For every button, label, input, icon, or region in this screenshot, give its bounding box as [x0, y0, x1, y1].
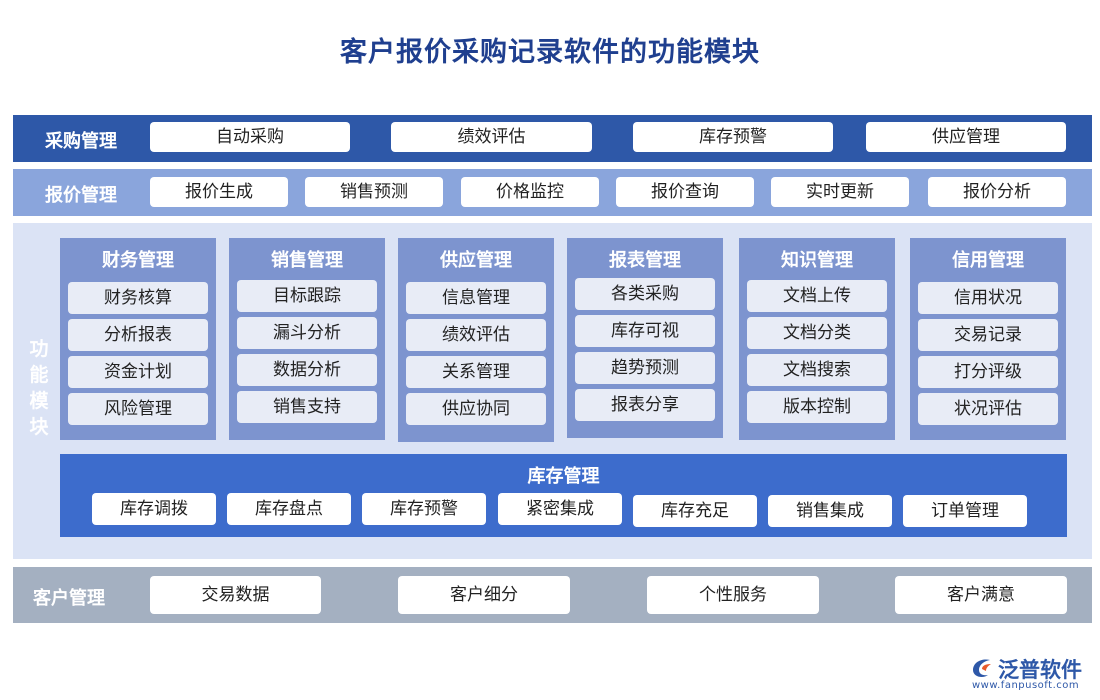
module-title: 信用管理 [952, 250, 1024, 271]
module-item: 文档搜索 [747, 354, 887, 386]
logo-url: www.fanpusoft.com [972, 680, 1080, 691]
fanpu-logo: 泛普软件 www.fanpusoft.com [968, 652, 1092, 694]
module-item: 关系管理 [406, 356, 546, 388]
quote-item: 销售预测 [305, 177, 443, 207]
module-title: 销售管理 [271, 250, 343, 271]
functional-band: 功 能 模 块 财务管理 财务核算 分析报表 资金计划 风险管理 销售管理 目标… [13, 223, 1092, 559]
module-title: 供应管理 [440, 250, 512, 271]
customer-item: 客户满意 [895, 576, 1067, 614]
inventory-title: 库存管理 [527, 466, 600, 487]
quote-item: 报价生成 [150, 177, 288, 207]
module-title: 报表管理 [609, 250, 681, 271]
customer-band: 客户管理 交易数据 客户细分 个性服务 客户满意 [13, 567, 1092, 623]
module-item: 信息管理 [406, 282, 546, 314]
module-item: 漏斗分析 [237, 317, 377, 349]
inventory-item: 紧密集成 [498, 493, 622, 525]
module-item: 资金计划 [68, 356, 208, 388]
page-title: 客户报价采购记录软件的功能模块 [340, 37, 760, 68]
module-item: 库存可视 [575, 315, 715, 347]
purchase-band: 采购管理 自动采购 绩效评估 库存预警 供应管理 [13, 115, 1092, 162]
purchase-label: 采购管理 [45, 131, 117, 152]
module-column-supply: 供应管理 信息管理 绩效评估 关系管理 供应协同 [398, 238, 554, 442]
quote-item: 价格监控 [461, 177, 599, 207]
module-column-knowledge: 知识管理 文档上传 文档分类 文档搜索 版本控制 [739, 238, 895, 440]
purchase-item: 供应管理 [866, 122, 1066, 152]
quote-item: 实时更新 [771, 177, 909, 207]
quote-band: 报价管理 报价生成 销售预测 价格监控 报价查询 实时更新 报价分析 [13, 169, 1092, 216]
inventory-item: 订单管理 [903, 495, 1027, 527]
module-column-finance: 财务管理 财务核算 分析报表 资金计划 风险管理 [60, 238, 216, 440]
purchase-item: 库存预警 [633, 122, 833, 152]
module-column-sales: 销售管理 目标跟踪 漏斗分析 数据分析 销售支持 [229, 238, 385, 440]
module-item: 文档分类 [747, 317, 887, 349]
module-item: 趋势预测 [575, 352, 715, 384]
module-item: 文档上传 [747, 280, 887, 312]
module-column-credit: 信用管理 信用状况 交易记录 打分评级 状况评估 [910, 238, 1066, 440]
module-item: 销售支持 [237, 391, 377, 423]
customer-item: 交易数据 [150, 576, 321, 614]
inventory-item: 库存充足 [633, 495, 757, 527]
quote-label: 报价管理 [45, 185, 117, 206]
module-item: 版本控制 [747, 391, 887, 423]
inventory-item: 库存盘点 [227, 493, 351, 525]
quote-item: 报价分析 [928, 177, 1066, 207]
module-item: 打分评级 [918, 356, 1058, 388]
module-item: 财务核算 [68, 282, 208, 314]
module-item: 风险管理 [68, 393, 208, 425]
module-item: 交易记录 [918, 319, 1058, 351]
customer-item: 个性服务 [647, 576, 819, 614]
module-item: 数据分析 [237, 354, 377, 386]
fanpu-logo-icon [973, 659, 991, 678]
module-title: 知识管理 [781, 250, 853, 271]
quote-item: 报价查询 [616, 177, 754, 207]
purchase-item: 自动采购 [150, 122, 350, 152]
module-item: 信用状况 [918, 282, 1058, 314]
logo-name: 泛普软件 [998, 658, 1082, 682]
inventory-item: 库存预警 [362, 493, 486, 525]
customer-label: 客户管理 [33, 588, 105, 609]
module-item: 报表分享 [575, 389, 715, 421]
module-item: 目标跟踪 [237, 280, 377, 312]
purchase-item: 绩效评估 [391, 122, 592, 152]
functional-label: 功 能 模 块 [29, 338, 49, 438]
module-item: 各类采购 [575, 278, 715, 310]
module-column-report: 报表管理 各类采购 库存可视 趋势预测 报表分享 [567, 238, 723, 438]
module-item: 供应协同 [406, 393, 546, 425]
module-item: 状况评估 [918, 393, 1058, 425]
module-item: 分析报表 [68, 319, 208, 351]
inventory-item: 销售集成 [768, 495, 892, 527]
customer-item: 客户细分 [398, 576, 570, 614]
module-title: 财务管理 [102, 250, 174, 271]
module-item: 绩效评估 [406, 319, 546, 351]
inventory-panel: 库存管理 库存调拨 库存盘点 库存预警 紧密集成 库存充足 销售集成 订单管理 [60, 454, 1067, 537]
inventory-item: 库存调拨 [92, 493, 216, 525]
